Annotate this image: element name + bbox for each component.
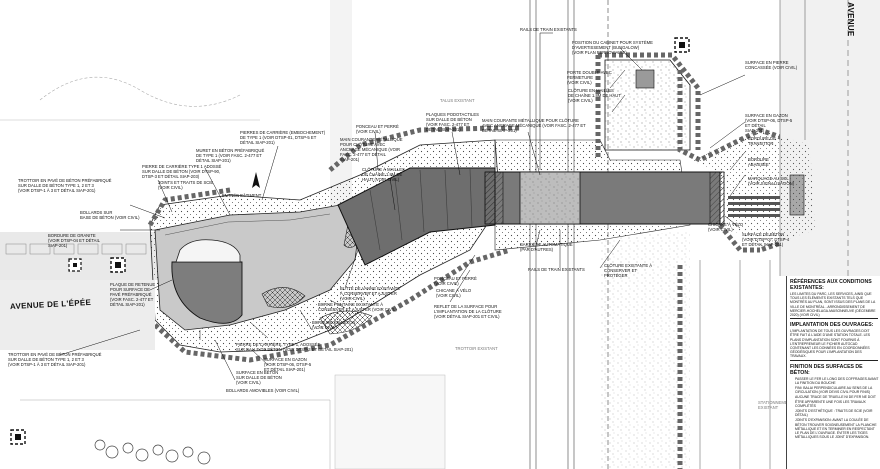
parcel-line: [20, 399, 331, 469]
callout-marquage-sol: MARQUAGE AU SOL (VOIR SIGNALISATION): [748, 176, 794, 186]
callout-pierre-carriere-type1-dosse: PIERRE DE CARRIÈRE TYPE 1 ADOSSÉ SUR DAL…: [142, 164, 222, 179]
callout-main-courante: MAIN COURANTE MÉTALLIQUE POUR CLÔTURE AV…: [340, 137, 403, 162]
callout-surface-gazon: SURFACE EN GAZON (VOIR DTSP-06, DTSP-5 E…: [745, 113, 793, 133]
paving-joint: [164, 213, 331, 236]
callout-main-courante-2: MAIN COURANTE MÉTALLIQUE POUR CLÔTURE AV…: [482, 118, 586, 133]
callout-muret-beton: MURET EN BÉTON PRÉFABRIQUÉ DE TYPE 1 (VO…: [196, 148, 265, 163]
turnaround: [171, 261, 243, 324]
existing-slope-line: [39, 76, 241, 107]
notes-item: JOINTS D'EXPANSION: AVANT LA COULÉE DE B…: [795, 418, 879, 439]
planting-bed-1: [261, 287, 306, 308]
lower-field: [600, 230, 690, 469]
callout-cabinet: POSITION DU CABINET POUR SYSTÈME D'AVERT…: [572, 40, 653, 55]
notes-divider: [790, 318, 878, 320]
callout-chicane-velo: CHICANE À VÉLO (VOIR CIVIL): [708, 222, 744, 232]
callout-pierre-carriere-bas: PIERRE DE CARRIÈRE, TYPE 1, ADOSSÉE SUR …: [236, 342, 353, 352]
notes-list-finition: PASSER LE FER LE LONG DES COFFRAGES AVAN…: [787, 377, 880, 440]
bungalow-enclosure: [604, 59, 691, 151]
notes-text-existing: LES LIMITES DU PARC, LES SERVICES, AINSI…: [790, 292, 876, 318]
notes-item: PASSER LE FER LE LONG DES COFFRAGES AVAN…: [795, 377, 879, 385]
callout-entree-batiment: ENTRÉE BÂTIMENT: [222, 193, 262, 198]
notes-item: JOINTS D'ESTHÉTIQUE : TRAITS DE SCIE (VO…: [795, 409, 879, 417]
callout-bordure-beton: BORDURE EN BÉTON (VOIR CIVIL): [312, 320, 356, 330]
crossing-panel-speckle: [520, 172, 580, 224]
drop-off-island: [175, 239, 241, 263]
signal-cabinet: [635, 69, 655, 89]
north-arrow-icon: [252, 172, 260, 188]
callout-trottoir-pave-bas: TROTTOIR EN PAVÉ DE BÉTON PRÉFABRIQUÉ SU…: [8, 352, 102, 367]
callout-pierre-carriere-type1: PIERRES DE CARRIÈRE (EMBOCHEMENT) DE TYP…: [240, 130, 326, 145]
avenue-epee-roadway: [0, 232, 180, 280]
callout-talus: TALUS EXISTANT: [440, 98, 475, 103]
callout-reflet-surface: REFLET DE LA SURFACE POUR L'IMPLANTATION…: [434, 304, 502, 319]
leader-lines: [59, 32, 746, 381]
callout-bordure-abaissee: BORDURE ABAISSÉE: [748, 157, 769, 167]
callout-joints-traits-scie: JOINTS ET TRAITS DE SCIE (VOIR CIVIL): [158, 180, 214, 190]
callout-surface-beton-droite: SURFACE DE BÉTON (VOIR DTSP-07, DTSP-4 E…: [742, 232, 790, 247]
callout-surface-beton-bas: SURFACE EN BÉTON SUR DALLE DE BÉTON (VOI…: [236, 370, 282, 385]
parking-stalls: [5, 243, 147, 255]
lot-strip: [330, 0, 352, 210]
callout-barriere-auto: BARRIÈRE AUTOMATIQUE (PAR D'AUTRES): [520, 242, 573, 252]
street-name-avenue-east: AVENUE: [846, 2, 855, 37]
callout-plaque-retenue: PLAQUE DE RETENUE POUR SURFACE DE PAVÉ P…: [110, 282, 156, 307]
boulders: [94, 439, 211, 465]
callout-bollards-haut: BOLLARDS SUR BASE DE BÉTON (VOIR CIVIL): [80, 210, 140, 220]
callout-bollards-amovibles: BOLLARDS AMOVIBLES (VOIR CIVIL): [226, 388, 300, 393]
notes-heading-finition: FINITION DES SURFACES DE BÉTON:: [790, 363, 863, 376]
callout-trottoir-pave-haut: TROTTOIR EN PAVÉ DE BÉTON PRÉFABRIQUÉ SU…: [18, 178, 112, 193]
avenue-sidewalk-lines: [699, 260, 771, 469]
callout-cloture-mailles-2: CLÔTURE EN MAILLES DE CHAÎNE 1.8m DE HAU…: [568, 88, 621, 103]
ramp-joints: [369, 168, 473, 251]
callout-bordure-transition: BORDURE DE TRANSITION: [748, 136, 776, 146]
callout-cloture-mailles: CLÔTURE À MAILLES DE CHAÎNE 1.8m DE HAUT…: [362, 167, 405, 182]
callout-rails-existants-haut: RAILS DE TRAIN EXISTANTS: [520, 27, 577, 32]
upper-lot: [0, 0, 330, 110]
notes-item: AUCUNE TRACE DE TRUELLE NI DE FER NE DOI…: [795, 395, 879, 408]
notes-heading-implantation: IMPLANTATION DES OUVRAGES:: [790, 322, 874, 329]
notes-panel: RÉFÉRENCES AUX CONDITIONS EXISTANTES: LE…: [786, 276, 880, 469]
parking-lot: [334, 374, 446, 469]
notes-text-implantation: L'IMPLANTATION DE TOUS LES OUVRAGES DOIT…: [790, 329, 871, 359]
callout-pierre-concassee: SURFACE EN PIERRE CONCASSÉE (VOIR CIVIL): [745, 60, 798, 70]
callout-trottoir-existant: TROTTOIR EXISTANT: [455, 346, 498, 351]
survey-marker-icons: [10, 37, 690, 445]
tactile-plate-left-top: [484, 171, 504, 225]
notes-divider: [790, 359, 878, 361]
callout-butte-vanne: BUTTE DE VANNE EXISTANTE À CONSERVER ET …: [340, 286, 401, 301]
callout-borne-fontaine: BORNE FONTAINE EXISTANTE À CONSERVER ET …: [318, 302, 397, 312]
callout-ponceau-perre-2: PONCEAU ET PERRÉ (VOIR CIVIL): [434, 276, 477, 286]
planting-bed-3: [319, 310, 373, 335]
callout-porte-double: PORTE DOUBLE AVEC FERMETURE (VOIR CIVIL): [567, 70, 612, 85]
callout-rails-existants-bas: RAILS DE TRAIN EXISTANTS: [528, 267, 585, 272]
callout-bordure-granit: BORDURE DE GRANITE (VOIR DTSP-04 ET DÉTA…: [48, 233, 100, 248]
callout-stationnement: STATIONNEMENT EXISTANT: [758, 400, 794, 410]
notes-item: FINI: BALAI PERPENDICULAIRE AU SENS DE L…: [795, 386, 879, 394]
callout-cloture-existante: CLÔTURE EXISTANTE À CONSERVER ET PROTÉGE…: [604, 263, 653, 278]
callout-chicane-velo-2: CHICANE À VÉLO (VOIR CIVIL): [436, 288, 472, 298]
avenue-epee-south: [0, 280, 155, 350]
notes-heading-existing: RÉFÉRENCES AUX CONDITIONS EXISTANTES:: [790, 279, 872, 291]
lawn-east: [690, 130, 815, 248]
callout-plaques-podotactiles: PLAQUES PODOTACTILES SUR DALLE DE BÉTON …: [426, 112, 479, 132]
callout-surface-gazon-bas: SURFACE EN GAZON (VOIR DTSP-06, DTSP-5 E…: [264, 357, 312, 372]
callout-ponceau-perre: PONCEAU ET PERRÉ (VOIR CIVIL): [356, 124, 399, 134]
